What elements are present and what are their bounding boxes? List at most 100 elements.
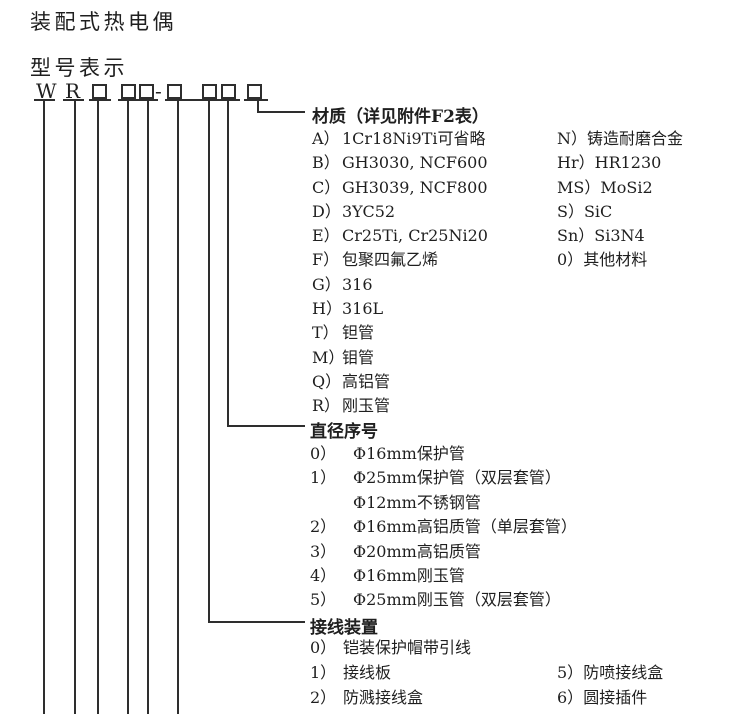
list-item: 0）铠装保护帽带引线 bbox=[310, 636, 471, 661]
list-item: T）钽管 bbox=[312, 321, 488, 345]
item-text: Φ16mm保护管 bbox=[353, 444, 465, 463]
list-item: B）GH3030, NCF600 bbox=[312, 151, 488, 175]
item-code: 0） bbox=[310, 444, 337, 463]
list-item: Φ12mm不锈钢管 bbox=[310, 491, 577, 515]
connector-line bbox=[127, 101, 129, 714]
item-text: 钽管 bbox=[342, 323, 375, 343]
item-text: Φ20mm高铝质管 bbox=[353, 541, 481, 561]
connector-line bbox=[227, 425, 305, 427]
list-item: F）包聚四氟乙烯 bbox=[312, 248, 488, 272]
model-designation-label: 型号表示 bbox=[30, 56, 128, 80]
item-text: 铸造耐磨合金 bbox=[587, 129, 684, 148]
item-text: 316 bbox=[342, 274, 373, 294]
code-dash: - bbox=[155, 79, 162, 103]
item-code: M） bbox=[312, 347, 345, 367]
connector-line bbox=[208, 101, 210, 623]
code-box bbox=[221, 84, 236, 99]
list-item: E）Cr25Ti, Cr25Ni20 bbox=[312, 224, 488, 248]
item-text: 圆接插件 bbox=[583, 687, 648, 707]
item-text: GH3030, NCF600 bbox=[342, 153, 488, 173]
item-code: 0） bbox=[557, 250, 584, 270]
item-text: 钼管 bbox=[342, 347, 375, 367]
list-item: Sn）Si3N4 bbox=[557, 224, 683, 248]
item-text: Φ16mm刚玉管 bbox=[353, 566, 465, 586]
item-text: Φ25mm刚玉管（双层套管） bbox=[353, 590, 561, 610]
item-text: HR1230 bbox=[594, 153, 662, 173]
code-underline bbox=[63, 99, 84, 101]
page-title: 装配式热电偶 bbox=[30, 10, 177, 34]
list-item: 0）其他材料 bbox=[557, 248, 683, 272]
item-text: Si3N4 bbox=[594, 226, 645, 246]
item-code: 2） bbox=[310, 517, 337, 537]
item-code: 6） bbox=[557, 687, 584, 707]
list-item: H）316L bbox=[312, 297, 488, 321]
item-code: 3） bbox=[310, 541, 337, 561]
diameter-heading: 直径序号 bbox=[310, 422, 378, 442]
item-text: 其他材料 bbox=[583, 250, 648, 270]
item-code: 1） bbox=[310, 468, 337, 488]
item-text: SiC bbox=[583, 201, 613, 221]
item-text: Φ25mm保护管（双层套管） bbox=[353, 468, 561, 488]
terminal-left-list: 0）铠装保护帽带引线 1）接线板 2）防溅接线盒 bbox=[310, 636, 471, 710]
diameter-list: 0） Φ16mm保护管 1） Φ25mm保护管（双层套管） Φ12mm不锈钢管 2）… bbox=[310, 442, 577, 613]
list-item: 2） Φ16mm高铝质管（单层套管） bbox=[310, 515, 577, 539]
connector-line bbox=[257, 101, 259, 113]
item-code: MS） bbox=[557, 177, 601, 197]
connector-line bbox=[97, 101, 99, 714]
code-box bbox=[167, 84, 182, 99]
code-letter-w: W bbox=[36, 79, 57, 103]
list-item: S）SiC bbox=[557, 200, 683, 224]
list-item: MS）MoSi2 bbox=[557, 176, 683, 200]
terminal-right-list: 5）防喷接线盒 6）圆接插件 bbox=[557, 661, 663, 711]
terminal-heading: 接线装置 bbox=[310, 618, 378, 638]
item-code: H） bbox=[312, 299, 342, 319]
list-item: 1） Φ25mm保护管（双层套管） bbox=[310, 466, 577, 490]
item-code: 0） bbox=[310, 638, 337, 657]
connector-line bbox=[147, 101, 149, 714]
item-code: 5） bbox=[557, 663, 584, 682]
list-item: G）316 bbox=[312, 273, 488, 297]
item-text: Φ16mm高铝质管（单层套管） bbox=[353, 517, 577, 537]
list-item: Q）高铝管 bbox=[312, 370, 488, 394]
item-text: MoSi2 bbox=[600, 177, 653, 197]
item-code: F） bbox=[312, 250, 340, 270]
item-text: 高铝管 bbox=[342, 371, 391, 391]
connector-line bbox=[43, 101, 45, 714]
list-item: 3） Φ20mm高铝质管 bbox=[310, 540, 577, 564]
item-text: 包聚四氟乙烯 bbox=[342, 250, 439, 270]
item-code: S） bbox=[557, 201, 584, 221]
item-code: Hr） bbox=[557, 153, 595, 173]
code-underline bbox=[118, 99, 158, 101]
connector-line bbox=[177, 101, 179, 714]
list-item: M）钼管 bbox=[312, 346, 488, 370]
code-box bbox=[202, 84, 217, 99]
code-underline bbox=[165, 99, 240, 101]
connector-line bbox=[227, 101, 229, 427]
item-code: A） bbox=[312, 129, 340, 148]
connector-line bbox=[74, 101, 76, 714]
item-code: 4） bbox=[310, 566, 337, 586]
list-item: D）3YC52 bbox=[312, 200, 488, 224]
code-underline bbox=[34, 99, 55, 101]
list-item: C）GH3039, NCF800 bbox=[312, 176, 488, 200]
list-item: 5） Φ25mm刚玉管（双层套管） bbox=[310, 588, 577, 612]
item-code: 2） bbox=[310, 687, 337, 707]
item-code: E） bbox=[312, 226, 340, 246]
list-item: A）1Cr18Ni9Ti可省略 bbox=[312, 127, 488, 151]
code-box bbox=[121, 84, 136, 99]
list-item: Hr）HR1230 bbox=[557, 151, 683, 175]
list-item: 5）防喷接线盒 bbox=[557, 661, 663, 686]
item-text: GH3039, NCF800 bbox=[342, 177, 488, 197]
list-item: 4） Φ16mm刚玉管 bbox=[310, 564, 577, 588]
list-item: N）铸造耐磨合金 bbox=[557, 127, 683, 151]
code-box bbox=[92, 84, 107, 99]
code-box bbox=[247, 84, 262, 99]
item-code: Sn） bbox=[557, 226, 595, 246]
item-code: 1） bbox=[310, 662, 337, 682]
code-underline bbox=[89, 99, 111, 101]
item-text: Cr25Ti, Cr25Ni20 bbox=[342, 226, 488, 246]
item-code: 5） bbox=[310, 590, 337, 610]
item-code: B） bbox=[312, 153, 340, 173]
item-code: G） bbox=[312, 274, 341, 294]
